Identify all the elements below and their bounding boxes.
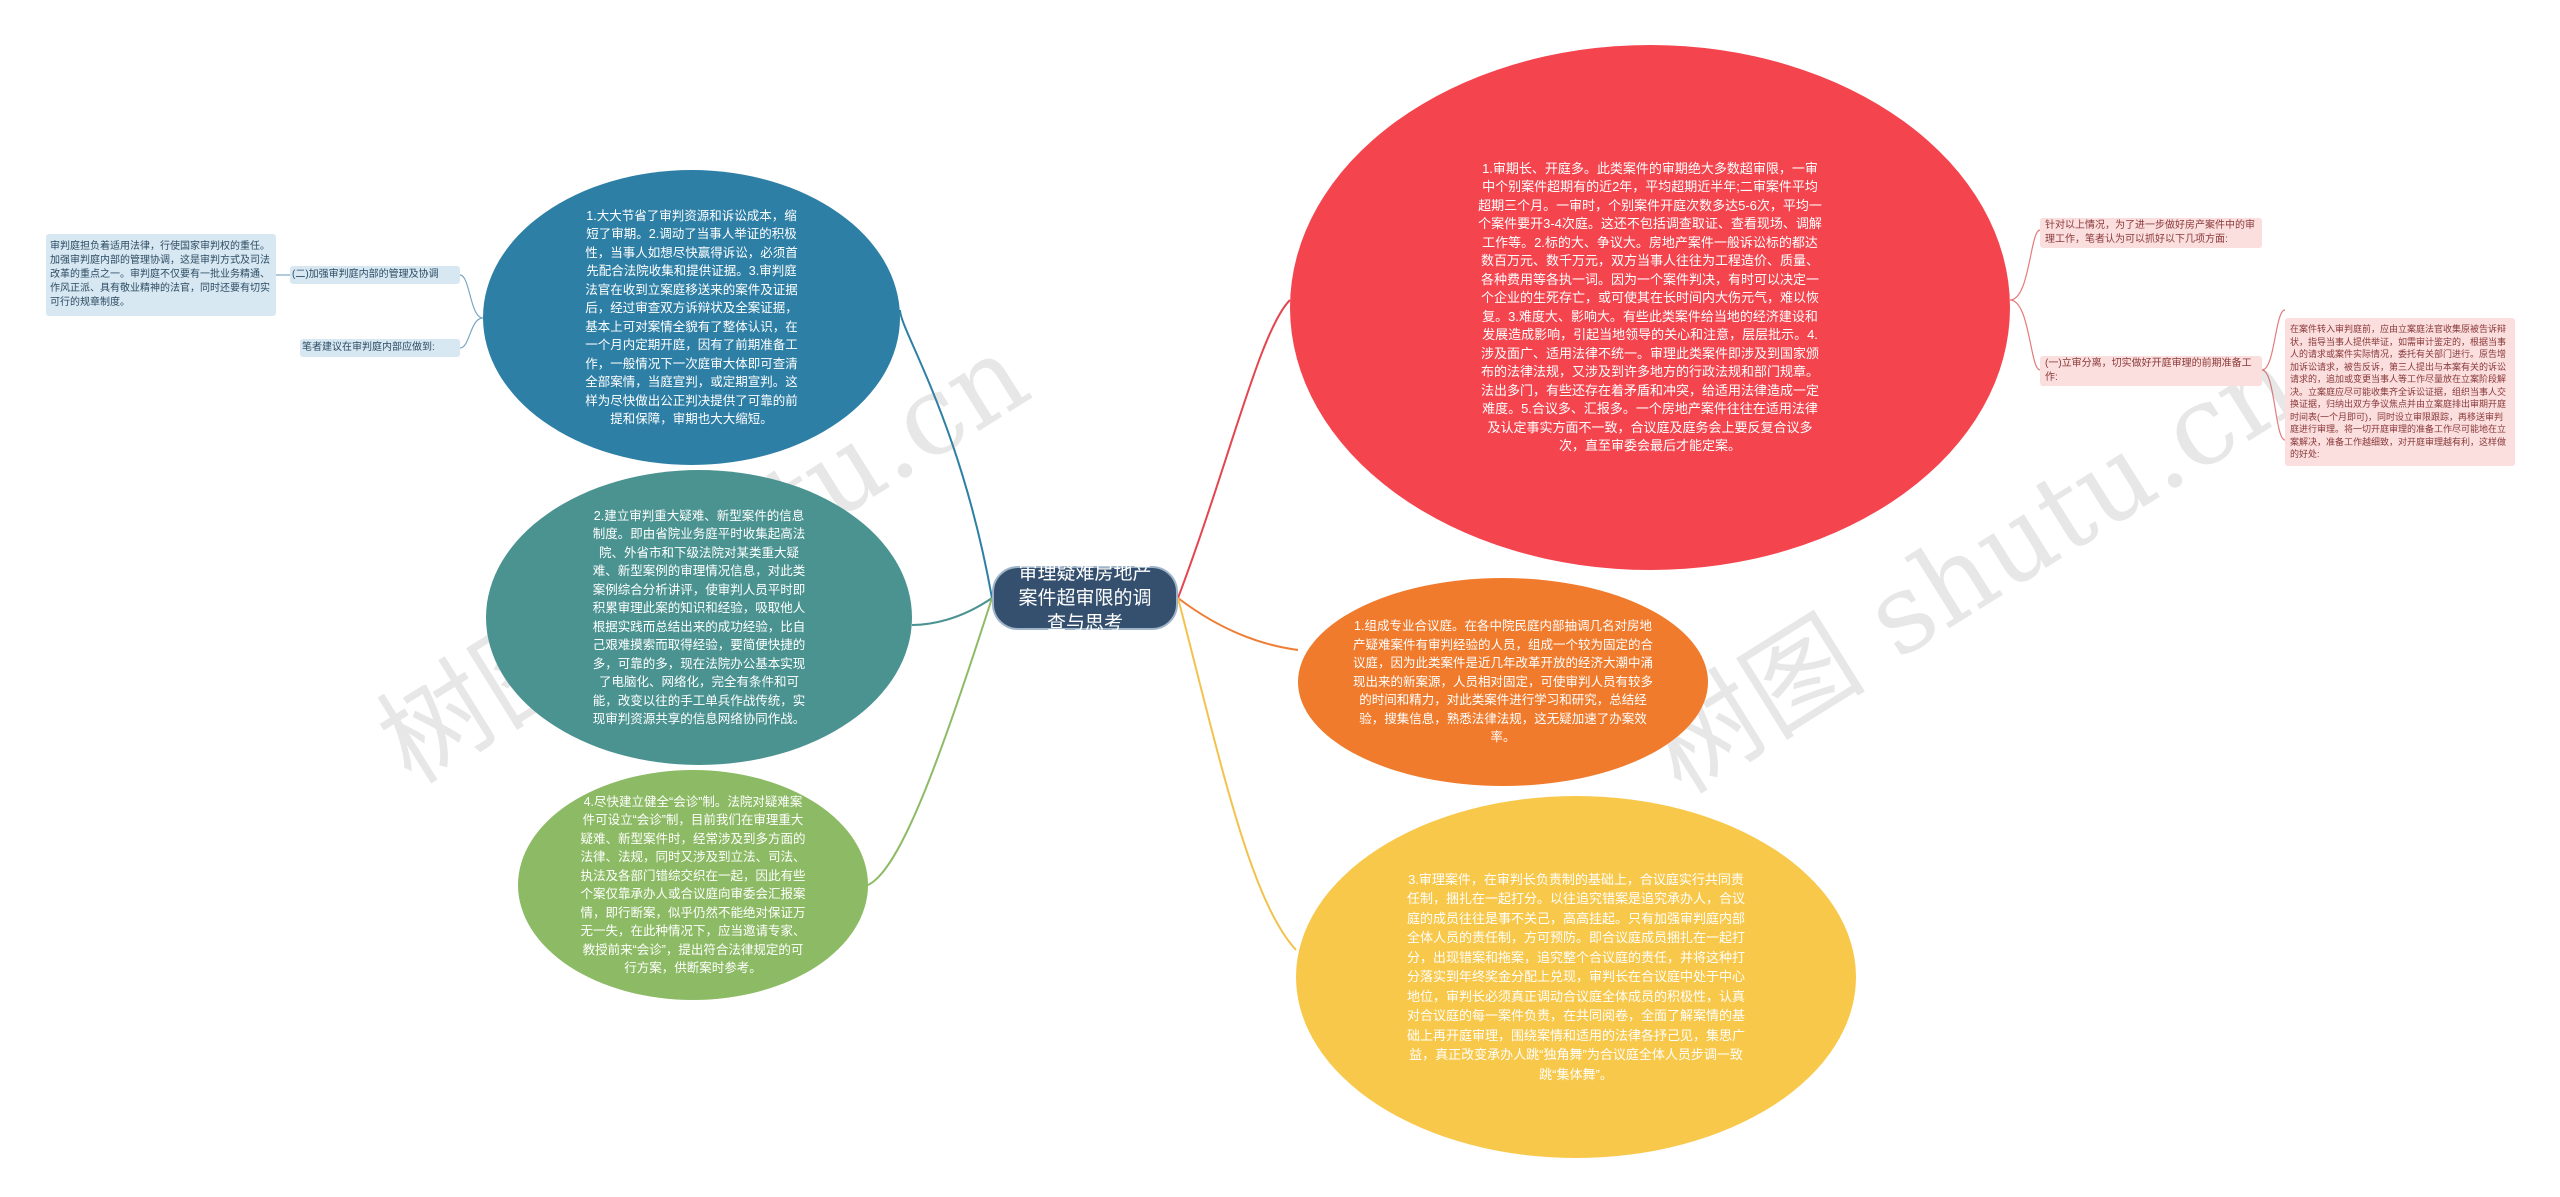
leaf-left-detail-text: 审判庭担负着适用法律，行使国家审判权的重任。加强审判庭内部的管理协调，这是审判方… <box>50 241 270 308</box>
center-topic[interactable]: 审理疑难房地产案件超审限的调查与思考 <box>992 563 1178 634</box>
leaf-right-detail[interactable]: 在案件转入审判庭前，应由立案庭法官收集原被告诉辩状，指导当事人提供举证，如需审计… <box>2285 318 2515 466</box>
topic-orange-collegial[interactable]: 1.组成专业合议庭。在各中院民庭内部抽调几名对房地产疑难案件有审判经验的人员，组… <box>1298 578 1708 786</box>
topic-blue-benefits[interactable]: 1.大大节省了审判资源和诉讼成本，缩短了审期。2.调动了当事人举证的积极性，当事… <box>483 170 900 465</box>
leaf-right-separation-text: (一)立审分离，切实做好开庭审理的前期准备工作: <box>2045 358 2252 383</box>
topic-teal-information[interactable]: 2.建立审判重大疑难、新型案件的信息制度。即由省院业务庭平时收集起高法院、外省市… <box>486 470 912 765</box>
link-center-green <box>867 597 993 886</box>
topic-yellow-responsibility[interactable]: 3.审理案件，在审判长负责制的基础上，合议庭实行共同责任制，捆扎在一起打分。以往… <box>1296 796 1856 1158</box>
link-center-red <box>1177 299 1291 599</box>
topic-green-consultation[interactable]: 4.尽快建立健全“会诊”制。法院对疑难案件可设立“会诊”制，目前我们在审理重大疑… <box>518 770 868 1000</box>
link-center-orange <box>1177 597 1299 651</box>
leaf-right-intro-text: 针对以上情况，为了进一步做好房产案件中的审理工作，笔者认为可以抓好以下几项方面: <box>2045 220 2255 245</box>
topic-blue-text: 1.大大节省了审判资源和诉讼成本，缩短了审期。2.调动了当事人举证的积极性，当事… <box>585 208 798 427</box>
leaf-left-management[interactable]: (二)加强审判庭内部的管理及协调 <box>290 266 460 284</box>
leaf-right-separation[interactable]: (一)立审分离，切实做好开庭审理的前期准备工作: <box>2040 356 2262 386</box>
leaf-left-suggest[interactable]: 笔者建议在审判庭内部应做到: <box>300 339 460 357</box>
topic-yellow-text: 3.审理案件，在审判长负责制的基础上，合议庭实行共同责任制，捆扎在一起打分。以往… <box>1406 871 1745 1082</box>
topic-orange-text: 1.组成专业合议庭。在各中院民庭内部抽调几名对房地产疑难案件有审判经验的人员，组… <box>1352 619 1653 745</box>
leaf-right-intro[interactable]: 针对以上情况，为了进一步做好房产案件中的审理工作，笔者认为可以抓好以下几项方面: <box>2040 218 2262 248</box>
leaf-left-detail[interactable]: 审判庭担负着适用法律，行使国家审判权的重任。加强审判庭内部的管理协调，这是审判方… <box>46 234 276 316</box>
link-center-blue <box>899 309 993 599</box>
center-topic-label: 审理疑难房地产案件超审限的调查与思考 <box>1018 562 1152 634</box>
leaf-left-management-text: (二)加强审判庭内部的管理及协调 <box>292 269 439 280</box>
topic-red-problems[interactable]: 1.审期长、开庭多。此类案件的审期绝大多数超审限，一审中个别案件超期有的近2年，… <box>1290 45 2010 570</box>
link-center-yellow <box>1177 597 1297 951</box>
link-blue-leaves <box>459 274 484 349</box>
topic-green-text: 4.尽快建立健全“会诊”制。法院对疑难案件可设立“会诊”制，目前我们在审理重大疑… <box>580 794 806 976</box>
link-center-teal <box>911 597 993 626</box>
topic-teal-text: 2.建立审判重大疑难、新型案件的信息制度。即由省院业务庭平时收集起高法院、外省市… <box>592 508 806 727</box>
topic-red-text: 1.审期长、开庭多。此类案件的审期绝大多数超审限，一审中个别案件超期有的近2年，… <box>1478 160 1822 454</box>
leaf-left-suggest-text: 笔者建议在审判庭内部应做到: <box>302 342 435 353</box>
link-leafmid-far <box>2261 309 2286 441</box>
leaf-right-detail-text: 在案件转入审判庭前，应由立案庭法官收集原被告诉辩状，指导当事人提供举证，如需审计… <box>2290 324 2507 460</box>
link-red-leaves <box>2009 229 2041 371</box>
